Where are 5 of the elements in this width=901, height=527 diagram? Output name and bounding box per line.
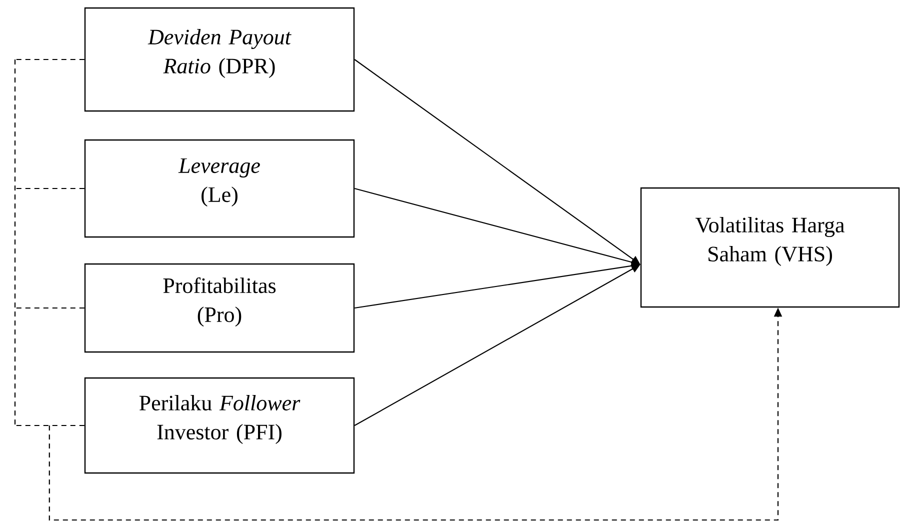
variable-box: Deviden Payout Ratio (DPR) — [84, 7, 355, 112]
variable-box: Volatilitas Harga Saham (VHS) — [640, 187, 900, 308]
variable-box: Profitabilitas (Pro) — [84, 263, 355, 353]
variable-box: Leverage (Le) — [84, 139, 355, 238]
variable-box: Perilaku Follower Investor (PFI) — [84, 377, 355, 474]
